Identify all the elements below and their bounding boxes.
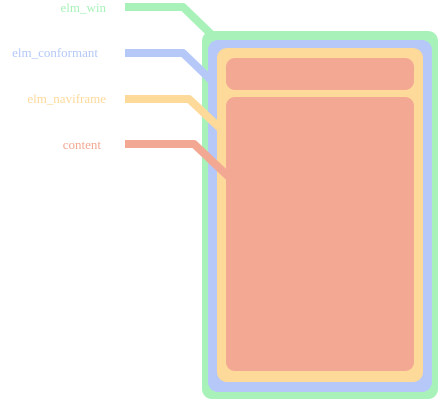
- leader-elm-naviframe: [125, 95, 225, 133]
- label-elm-win: elm_win: [60, 0, 107, 15]
- leader-elm-conformant: [125, 49, 214, 83]
- label-elm-conformant: elm_conformant: [12, 45, 98, 60]
- label-content: content: [62, 137, 101, 152]
- content-box: [226, 97, 414, 371]
- label-elm-naviframe: elm_naviframe: [27, 91, 106, 106]
- leader-elm-win: [125, 3, 216, 39]
- leader-content: [125, 140, 233, 181]
- title-area-box: [226, 58, 414, 90]
